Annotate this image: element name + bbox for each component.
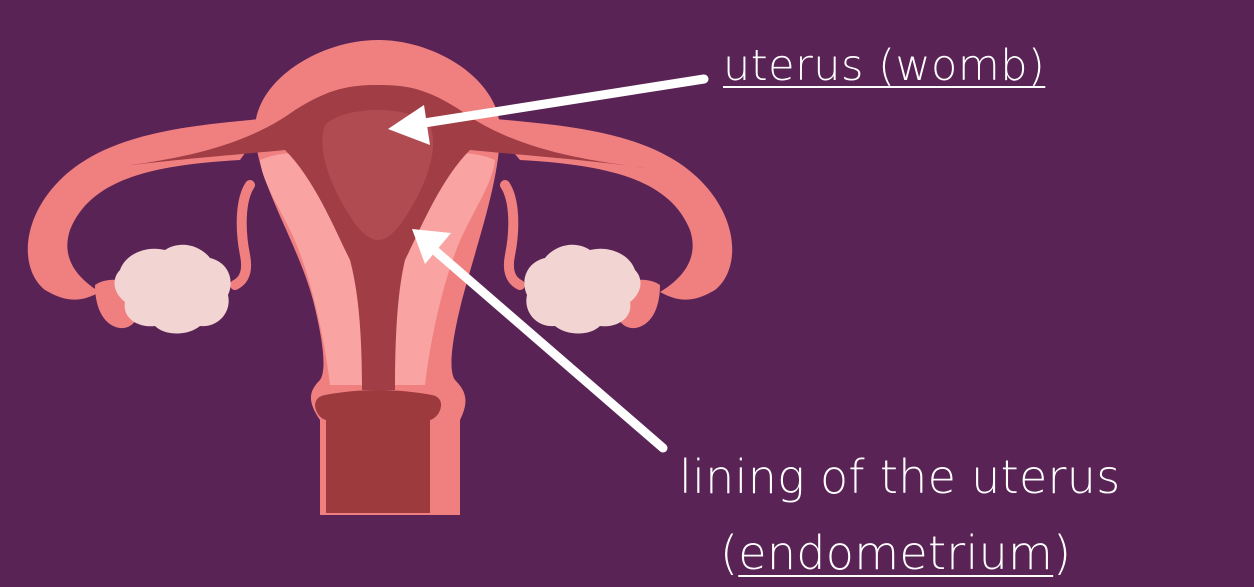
uterus-label: uterus (womb)	[723, 45, 1045, 88]
left-ovary	[115, 245, 231, 334]
cervix	[315, 390, 441, 513]
right-ovary	[524, 245, 640, 334]
lining-label-close-paren: )	[1053, 526, 1071, 580]
endometrium-term: endometrium	[738, 526, 1053, 580]
lining-label-open-paren: (	[720, 526, 738, 580]
left-ovarian-ligament	[235, 185, 250, 285]
lining-label-line1: lining of the uterus	[679, 454, 1120, 500]
lining-label-line2: (endometrium)	[720, 530, 1071, 576]
right-ovarian-ligament	[505, 185, 520, 285]
